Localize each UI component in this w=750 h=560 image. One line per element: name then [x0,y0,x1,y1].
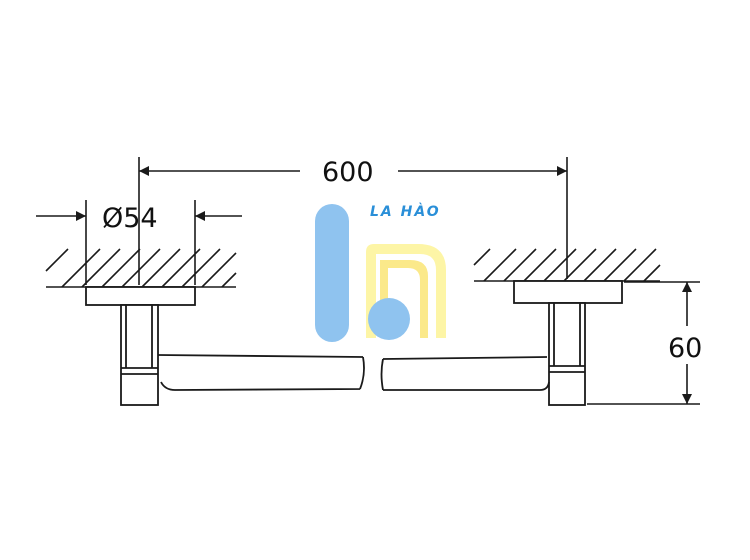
logo-blue-bar [315,204,349,342]
right-bracket [513,280,623,406]
width-dimension [138,157,568,285]
towel-bar [157,354,550,391]
dimension-label-600: 600 [322,157,374,188]
towel-bar-right-segment [380,356,550,391]
left-rosette [85,286,196,306]
left-wall-hatching [45,248,237,288]
left-bracket [85,286,196,406]
right-rosette [513,280,623,304]
right-wall-hatching [473,248,661,282]
left-wall [45,248,237,288]
dimension-label-60: 60 [668,333,702,364]
right-post [548,302,586,406]
watermark-logo: LA HÀO [315,203,446,342]
logo-blue-circle [368,298,410,340]
logo-text: LA HÀO [370,203,441,220]
height-dimension [587,281,700,405]
towel-bar-left-segment [157,354,365,391]
diameter-dimension [36,200,242,285]
dimension-label-54: Ø54 [102,203,158,234]
